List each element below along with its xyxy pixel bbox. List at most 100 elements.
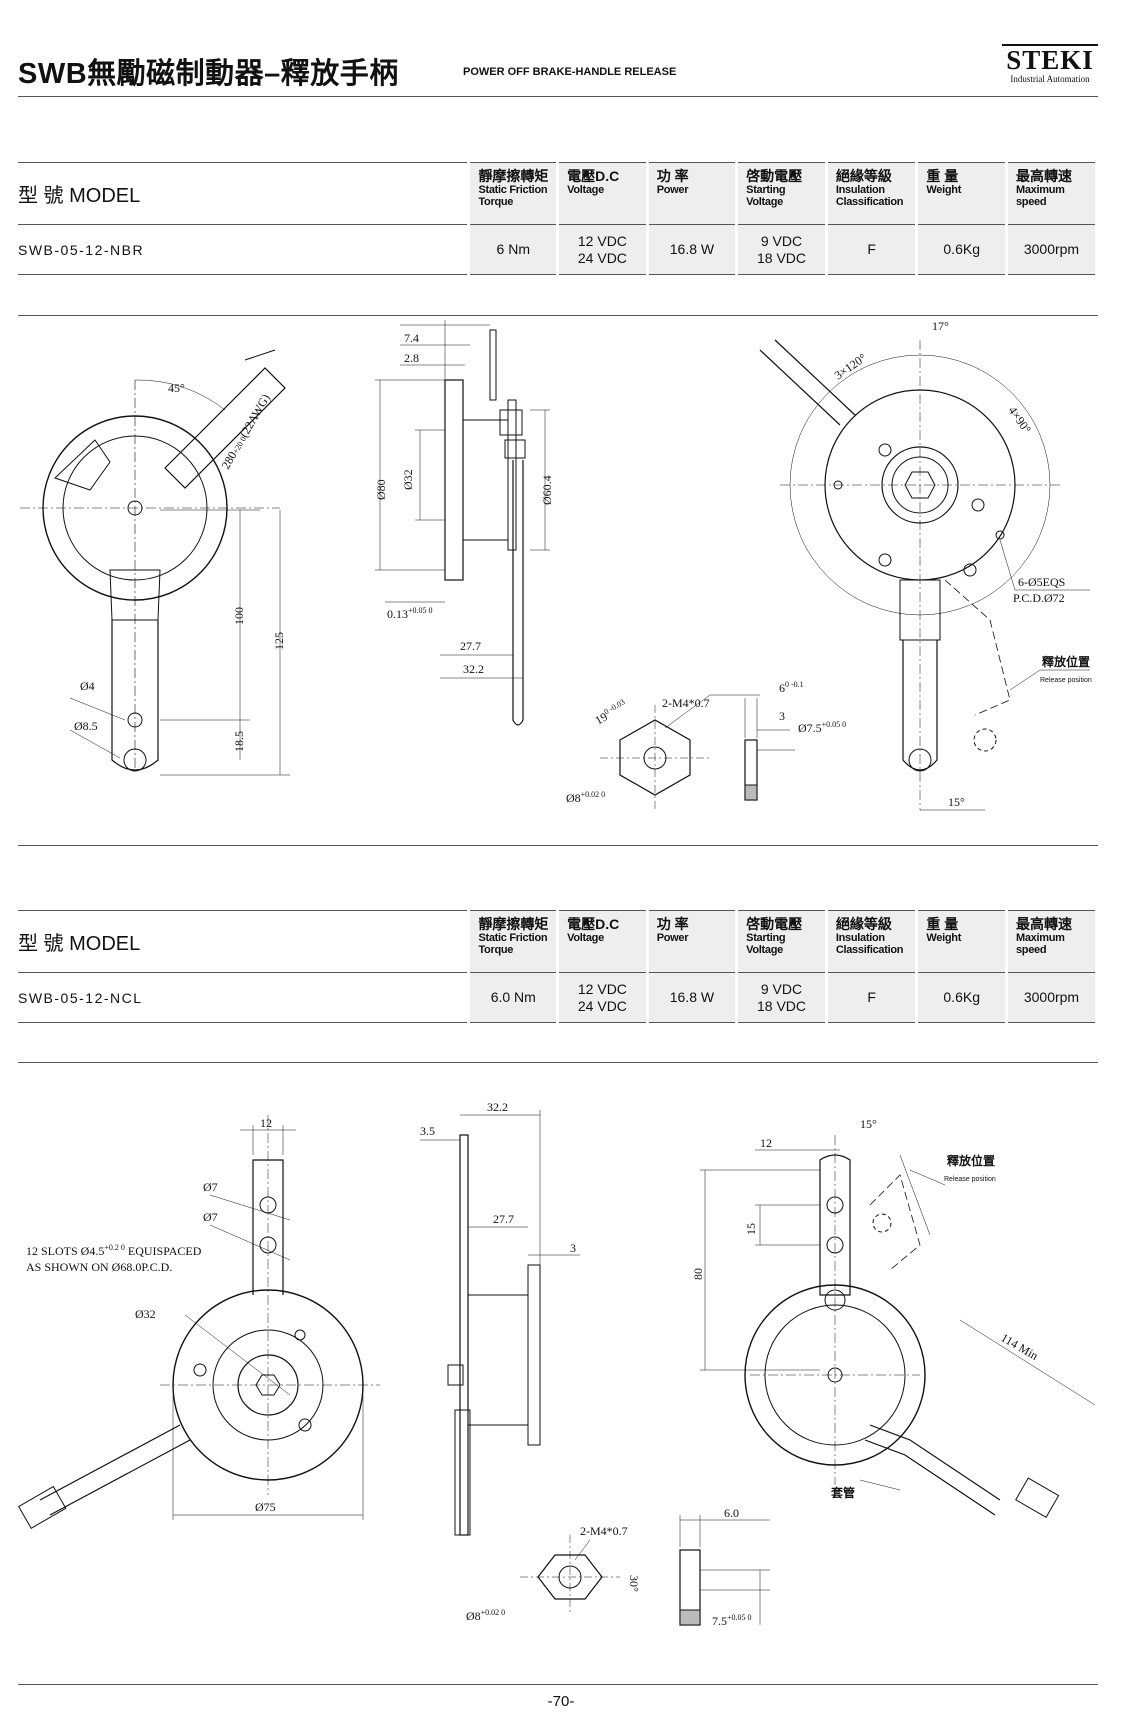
drawing-nbr: 45° 280+20 0(22AWG) Ø4 Ø8.5 100 125 18.5… [0,320,1122,850]
slots-label: 12 SLOTS Ø4.5+0.2 0 EQUISPACED [26,1243,202,1258]
section-rule [18,315,1098,316]
front-view-ncl [17,1115,380,1529]
model-value: SWB-05-12-NCL [18,972,469,1023]
dim-100-label: 100 [232,607,246,625]
d8-label-ncl: Ø8+0.02 0 [466,1608,505,1623]
angle-30-label: 30° [627,1575,641,1592]
gap-label: 0.13+0.05 0 [387,606,433,621]
logo-tagline: Industrial Automation [1010,74,1090,84]
wire-length-label: 280+20 0(22AWG) [218,392,272,472]
angle-15-label-nbr: 15° [948,795,965,809]
dim-277-label: 27.7 [460,639,481,653]
dim-322-label: 32.2 [463,662,484,676]
dim-6-label: 60 -0.1 [779,680,804,695]
sleeve-label: 套管 [830,1485,855,1500]
dim-10-label: 10 [404,320,416,323]
dim-185-label: 18.5 [232,731,246,752]
power-value: 16.8 W [645,224,739,275]
angle-15-label-ncl: 15° [860,1117,877,1131]
speed-value: 3000rpm [1004,972,1099,1023]
release-position-label-nbr: 釋放位置 [1042,654,1090,669]
insulation-value: F [824,224,919,275]
rear-view-ncl [700,1135,1096,1518]
angle-45-label: 45° [168,381,185,395]
hex-detail-nbr [600,694,795,810]
holes-label: 6-Ø5EQS [1018,575,1065,589]
header-rule [18,96,1098,97]
d85-label: Ø8.5 [74,719,98,733]
slots-pcd-label: AS SHOWN ON Ø68.0P.C.D. [26,1260,172,1274]
d75b-label: 7.5+0.05 0 [712,1613,752,1628]
logo-name: STEKI [1002,44,1098,74]
weight-value: 0.6Kg [915,972,1008,1023]
weight-value: 0.6Kg [915,224,1008,275]
speed-value: 3000rpm [1004,224,1099,275]
side-view-ncl [420,1110,580,1536]
d8-label-nbr: Ø8+0.02 0 [566,790,605,805]
drawing-ncl: 12 Ø7 Ø7 12 SLOTS Ø4.5+0.2 0 EQUISPACED … [0,1095,1122,1655]
dim-15-label: 15 [744,1223,758,1235]
dim-277-label-ncl: 27.7 [493,1212,514,1226]
torque-value: 6 Nm [467,224,560,275]
min114-label: 114 Min [999,1330,1041,1362]
dim-74-label: 7.4 [404,331,419,345]
dim-80-label: 80 [691,1268,705,1280]
d604-label: Ø60.4 [540,475,554,505]
model-header: 型 號 MODEL [18,910,469,973]
release-position-label-ncl: 釋放位置 [947,1153,995,1168]
dim-322-label-ncl: 32.2 [487,1100,508,1114]
d75-label-ncl: Ø75 [255,1500,276,1514]
hex-19-label: 190 -0.03 [592,697,630,727]
model-header: 型 號 MODEL [18,162,469,225]
brand-logo: STEKI Industrial Automation [1002,44,1098,84]
insulation-value: F [824,972,919,1023]
d32-label-ncl: Ø32 [135,1307,156,1321]
m4-label-ncl: 2-M4*0.7 [580,1524,628,1538]
dim-35-label: 3.5 [420,1124,435,1138]
m4-label-nbr: 2-M4*0.7 [662,696,710,710]
page-title: SWB無勵磁制動器–釋放手柄 [18,58,399,90]
page-header: SWB無勵磁制動器–釋放手柄 POWER OFF BRAKE-HANDLE RE… [18,44,1098,90]
d7b-label: Ø7 [203,1210,218,1224]
dim-125-label: 125 [272,632,286,650]
d4-label: Ø4 [80,679,95,693]
angle-17-label: 17° [932,320,949,333]
model-value: SWB-05-12-NBR [18,224,469,275]
torque-value: 6.0 Nm [467,972,560,1023]
release-position-en-ncl: Release position [944,1176,996,1183]
section-rule [18,1062,1098,1063]
dim-28-label: 2.8 [404,351,419,365]
dim-12-label: 12 [260,1116,272,1130]
side-view-nbr [375,320,550,726]
dim-12b-label: 12 [760,1136,772,1150]
section-rule [18,845,1098,846]
dim-3-label: 3 [779,709,785,723]
page-subtitle: POWER OFF BRAKE-HANDLE RELEASE [463,66,677,78]
footer-rule [18,1684,1098,1685]
dim-60-label: 6.0 [724,1506,739,1520]
release-position-en-nbr: Release position [1040,677,1092,684]
d75-label-nbr: Ø7.5+0.05 0 [798,720,846,735]
d32-label: Ø32 [401,469,415,490]
angle-4x90-label: 4×90° [1006,404,1035,436]
pcd-label: P.C.D.Ø72 [1013,591,1065,605]
